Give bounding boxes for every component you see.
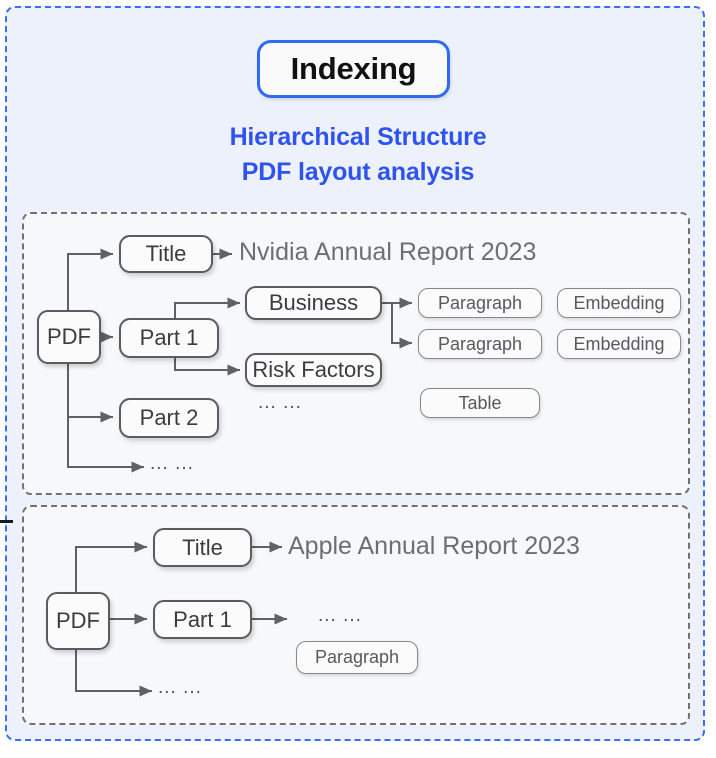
node-apple-pdf[interactable]: PDF (46, 592, 110, 650)
node-nvidia-paragraph-1[interactable]: Paragraph (418, 288, 542, 318)
indexing-chip[interactable]: Indexing (257, 40, 450, 98)
node-apple-paragraph-1[interactable]: Paragraph (296, 641, 418, 674)
ellipsis-nvidia-part1-more: ∙∙∙ ∙∙∙ (258, 396, 302, 417)
subtitle-pdf-layout-analysis: PDF layout analysis (241, 158, 475, 186)
label-nvidia-annual-report: Nvidia Annual Report 2023 (239, 238, 537, 266)
node-apple-title[interactable]: Title (153, 528, 252, 567)
node-nvidia-business[interactable]: Business (245, 286, 382, 320)
node-apple-part-1[interactable]: Part 1 (153, 600, 252, 639)
subtitle-hierarchical-structure: Hierarchical Structure (229, 123, 487, 151)
node-nvidia-title[interactable]: Title (119, 235, 213, 273)
node-nvidia-pdf[interactable]: PDF (37, 310, 101, 364)
node-nvidia-embedding-2[interactable]: Embedding (557, 329, 681, 359)
node-nvidia-part-1[interactable]: Part 1 (119, 318, 219, 358)
node-nvidia-part-2[interactable]: Part 2 (119, 398, 219, 438)
node-nvidia-paragraph-2[interactable]: Paragraph (418, 329, 542, 359)
node-nvidia-embedding-1[interactable]: Embedding (557, 288, 681, 318)
edge-marker (0, 520, 13, 523)
node-nvidia-table[interactable]: Table (420, 388, 540, 418)
ellipsis-nvidia-root-more: ∙∙∙ ∙∙∙ (150, 457, 194, 478)
ellipsis-apple-root-more: ∙∙∙ ∙∙∙ (158, 681, 202, 702)
node-nvidia-risk-factors[interactable]: Risk Factors (245, 353, 382, 387)
label-apple-annual-report: Apple Annual Report 2023 (288, 532, 580, 560)
ellipsis-apple-part1-more: ∙∙∙ ∙∙∙ (318, 609, 362, 630)
